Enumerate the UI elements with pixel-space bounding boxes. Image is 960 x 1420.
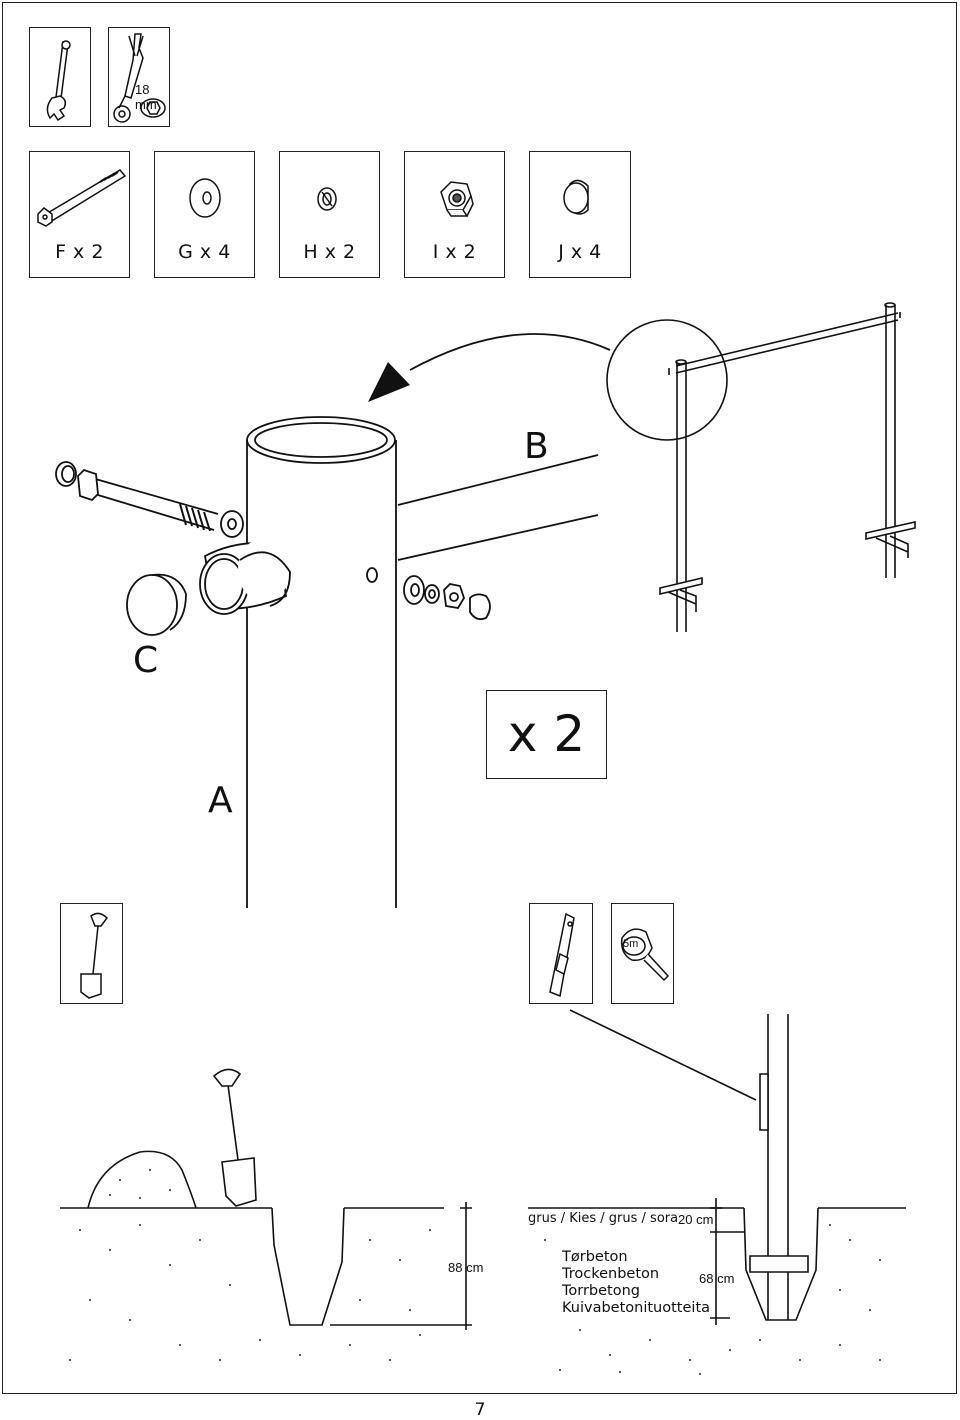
spanner-size-label: 18 mm bbox=[135, 82, 157, 112]
shovel-icon bbox=[80, 912, 108, 999]
label-c: C bbox=[133, 640, 159, 681]
spring-washer-icon bbox=[317, 187, 337, 211]
depth-left-label: 88 cm bbox=[448, 1260, 484, 1275]
part-box-h: H x 2 bbox=[279, 151, 380, 278]
part-h-qty: H x 2 bbox=[303, 241, 356, 263]
concrete-label-4: Kuivabetonituotteita bbox=[562, 1300, 711, 1316]
label-a: A bbox=[208, 780, 233, 821]
part-box-j: J x 4 bbox=[529, 151, 631, 278]
gravel-label: grus / Kies / grus / sora bbox=[528, 1211, 679, 1226]
tool-box-wrench bbox=[29, 27, 91, 127]
part-f-qty: F x 2 bbox=[55, 241, 104, 263]
concrete-label-1: Tørbeton bbox=[562, 1249, 628, 1265]
depth-right-label: 68 cm bbox=[699, 1271, 735, 1286]
part-box-f: F x 2 bbox=[29, 151, 130, 278]
cap-icon bbox=[563, 179, 589, 215]
tool-box-level bbox=[529, 903, 593, 1004]
nut-icon bbox=[440, 181, 474, 217]
washer-icon bbox=[189, 178, 221, 218]
part-g-qty: G x 4 bbox=[178, 241, 231, 263]
tape-measure-icon bbox=[620, 928, 670, 982]
tape-label: 5m bbox=[623, 938, 639, 950]
multiplier-box: x 2 bbox=[486, 690, 607, 779]
tool-box-tape: 5m bbox=[611, 903, 674, 1004]
multiplier-label: x 2 bbox=[507, 705, 586, 763]
part-i-qty: I x 2 bbox=[432, 241, 477, 263]
part-box-g: G x 4 bbox=[154, 151, 255, 278]
gravel-depth-label: 20 cm bbox=[678, 1212, 714, 1227]
wrench-icon bbox=[46, 40, 71, 122]
concrete-label-2: Trockenbeton bbox=[562, 1266, 660, 1282]
tool-box-shovel bbox=[60, 903, 123, 1004]
spirit-level-icon bbox=[549, 912, 575, 998]
socket-spanner-icon bbox=[113, 33, 166, 123]
part-j-qty: J x 4 bbox=[558, 241, 602, 263]
part-box-i: I x 2 bbox=[404, 151, 505, 278]
page-frame bbox=[2, 2, 957, 1394]
tool-box-spanner: 18 mm bbox=[108, 27, 170, 127]
concrete-label-3: Torrbetong bbox=[562, 1283, 641, 1299]
bolt-icon bbox=[37, 169, 127, 227]
page-number: 7 bbox=[474, 1400, 486, 1420]
label-b: B bbox=[524, 426, 549, 467]
